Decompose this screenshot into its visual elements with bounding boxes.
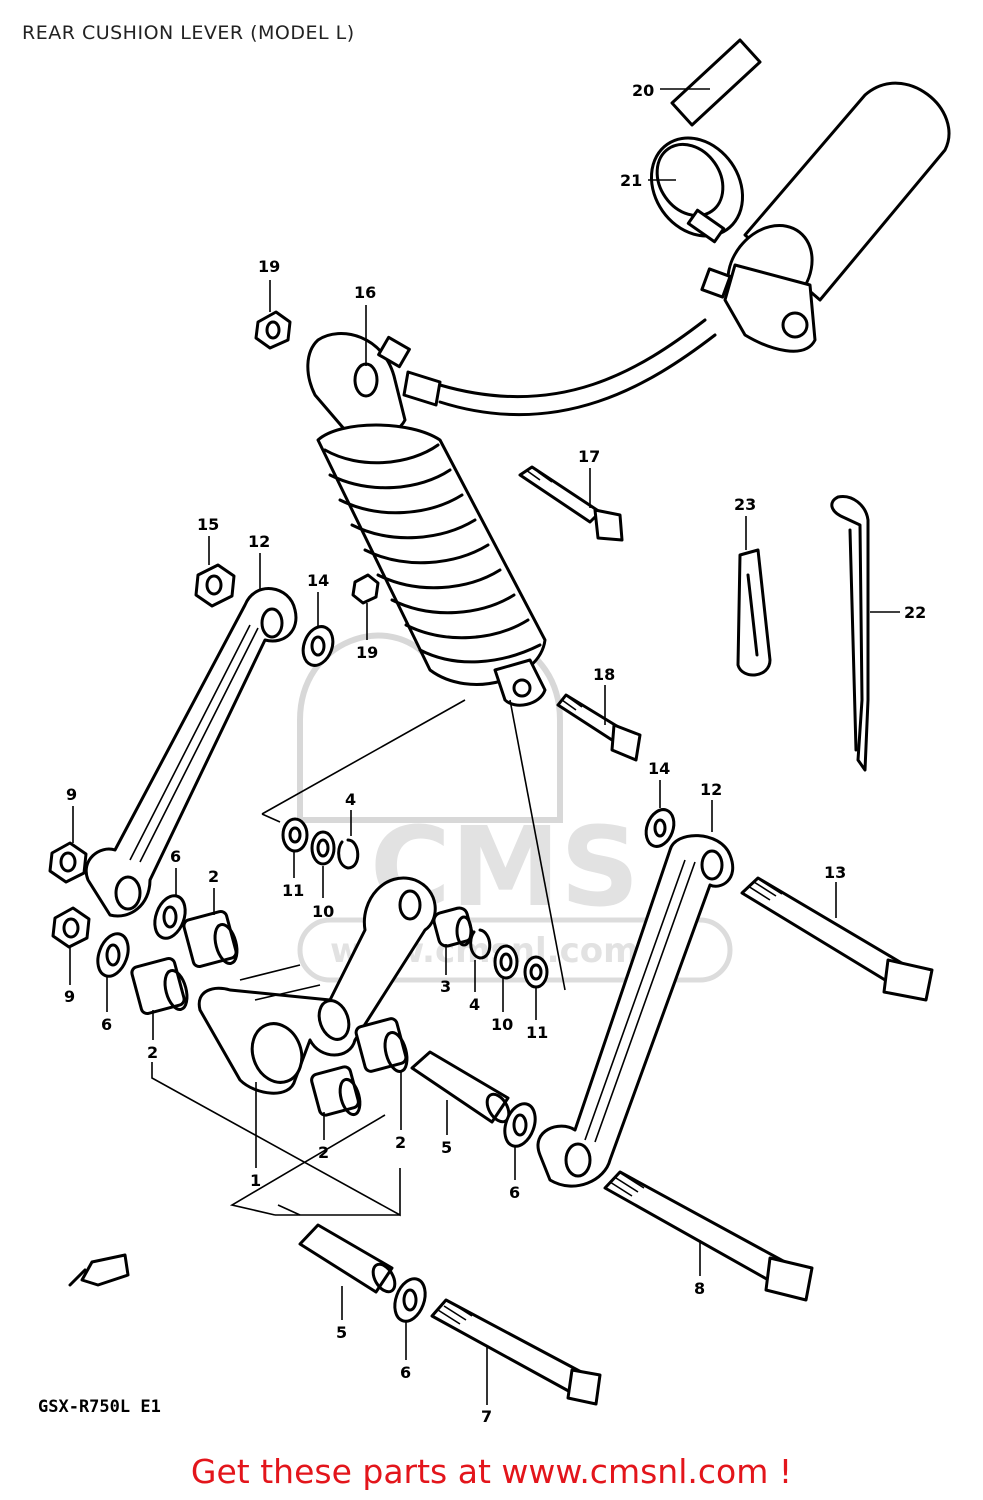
seals-and-circlips [281, 817, 549, 989]
bolt-rod-right [740, 876, 934, 1002]
callout-19: 19 [258, 257, 280, 276]
callout-12-right: 12 [700, 780, 722, 799]
band-clip [736, 548, 772, 677]
spacer-5b [298, 1223, 397, 1294]
rear-shock-absorber [306, 332, 547, 707]
callout-6-right: 6 [509, 1183, 520, 1202]
callout-7: 7 [481, 1407, 492, 1426]
callout-2-right: 2 [395, 1133, 406, 1152]
model-code: GSX-R750L E1 [38, 1397, 161, 1417]
spacer-5a [410, 1050, 511, 1124]
bolt-cushion-lever [430, 1298, 602, 1406]
cushion-lever [197, 876, 437, 1095]
bolt-upper [518, 465, 624, 542]
front-arrow-icon [68, 1253, 130, 1287]
nuts [48, 310, 380, 949]
callout-labels: 20 21 19 16 17 23 22 15 12 14 19 18 14 1… [64, 81, 926, 1426]
callout-23: 23 [734, 495, 756, 514]
callout-19-lower: 19 [356, 643, 378, 662]
callout-11: 11 [282, 881, 304, 900]
callout-6-left: 6 [101, 1015, 112, 1034]
footer-link[interactable]: Get these parts at www.cmsnl.com ! [190, 1452, 793, 1491]
bolt-lower-shock [556, 693, 642, 762]
callout-4-right: 4 [469, 995, 480, 1014]
callout-12: 12 [248, 532, 270, 551]
callout-14: 14 [307, 571, 329, 590]
washers [96, 625, 676, 1323]
callout-5: 5 [441, 1138, 452, 1157]
reservoir-clamp [649, 136, 745, 244]
callout-6: 6 [170, 847, 181, 866]
callout-3: 3 [440, 977, 451, 996]
callout-6-lower: 6 [400, 1363, 411, 1382]
callout-18: 18 [593, 665, 615, 684]
callout-20: 20 [632, 81, 654, 100]
callout-17: 17 [578, 447, 600, 466]
callout-2-center: 2 [318, 1143, 329, 1162]
spacer-3 [432, 906, 474, 948]
bearing-2a [182, 909, 239, 969]
bearing-2b [130, 956, 189, 1016]
rubber-pad [670, 38, 762, 127]
callout-5-lower: 5 [336, 1323, 347, 1342]
callout-15: 15 [197, 515, 219, 534]
bearing-2c [310, 1065, 362, 1117]
callout-9: 9 [66, 785, 77, 804]
cushion-rod-right [536, 834, 734, 1188]
callout-4: 4 [345, 790, 356, 809]
callout-10-right: 10 [491, 1015, 513, 1034]
cushion-rod-left [84, 587, 298, 918]
callout-8: 8 [694, 1279, 705, 1298]
callout-2-left: 2 [147, 1043, 158, 1062]
leader-lines [69, 88, 900, 1405]
callout-1: 1 [250, 1171, 261, 1190]
callout-14-right: 14 [648, 759, 670, 778]
callout-9-lower: 9 [64, 987, 75, 1006]
parts-diagram: CMS www.cmsnl.com [38, 38, 951, 1426]
callout-10: 10 [312, 902, 334, 921]
reservoir-bracket [830, 495, 870, 772]
callout-21: 21 [620, 171, 642, 190]
callout-22: 22 [904, 603, 926, 622]
callout-11-right: 11 [526, 1023, 548, 1042]
bearing-2d [354, 1017, 409, 1073]
callout-16: 16 [354, 283, 376, 302]
diagram-title: REAR CUSHION LEVER (MODEL L) [22, 22, 355, 44]
callout-13: 13 [824, 863, 846, 882]
callout-2: 2 [208, 867, 219, 886]
reservoir-tank [402, 81, 951, 417]
bolt-lever [603, 1170, 814, 1302]
